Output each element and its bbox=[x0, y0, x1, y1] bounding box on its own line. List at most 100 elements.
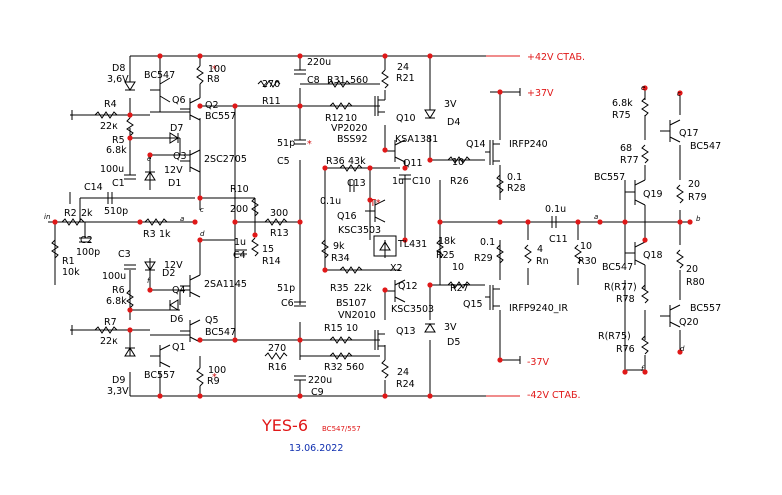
label-C10-value: 1u bbox=[392, 176, 404, 187]
label-X2: X2 bbox=[390, 263, 403, 274]
label-Q16-type: KSC3503 bbox=[338, 225, 381, 236]
diodes bbox=[124, 81, 436, 357]
label-Q1-type: BC557 bbox=[144, 370, 175, 381]
label-R28-value: 0.1 bbox=[507, 172, 522, 183]
rail-pos42-label: +42V СТАБ. bbox=[527, 52, 585, 63]
rail-neg42-label: -42V СТАБ. bbox=[527, 390, 581, 401]
label-Q10: Q10 bbox=[396, 113, 416, 124]
transistor-Q1 bbox=[150, 344, 171, 368]
label-R16-value: 270 bbox=[268, 343, 286, 354]
label-R78: R78 bbox=[616, 294, 635, 305]
label-BSS92: BSS92 bbox=[337, 134, 368, 145]
terminals bbox=[69, 88, 521, 364]
label-Q3: Q3 bbox=[173, 151, 187, 162]
diode-D7 bbox=[169, 132, 179, 144]
label-R34: R34 bbox=[331, 253, 350, 264]
label-R10-value: 200 bbox=[230, 204, 248, 215]
capacitor-C3 bbox=[124, 264, 136, 270]
resistor-R32 bbox=[329, 352, 353, 360]
label-R27-value: 10 bbox=[452, 262, 464, 273]
net-a-right-label: a bbox=[594, 213, 598, 221]
label-R31: R31 bbox=[327, 75, 346, 86]
label-Q20: Q20 bbox=[679, 317, 699, 328]
capacitor-C1 bbox=[124, 174, 136, 180]
thermal-mark: T* bbox=[369, 198, 381, 209]
label-Q6-type: BC547 bbox=[144, 70, 175, 81]
label-Q5: Q5 bbox=[205, 315, 219, 326]
schematic-subtitle: BC547/557 bbox=[322, 425, 361, 433]
capacitor-C4 bbox=[235, 249, 247, 255]
resistor-R76 bbox=[641, 335, 649, 355]
label-Q15-type: IRFP9240_IR bbox=[509, 303, 568, 314]
label-C1: C1 bbox=[112, 178, 125, 189]
resistor-R4 bbox=[94, 111, 118, 119]
label-R1-value: 10k bbox=[62, 267, 80, 278]
label-C11: C11 bbox=[549, 234, 568, 245]
resistor-R28 bbox=[496, 174, 504, 194]
label-Rn-value: 4 bbox=[537, 244, 543, 255]
label-R79-value: 20 bbox=[688, 179, 700, 190]
net-a-label: a bbox=[180, 215, 184, 223]
label-R11-value: 270 bbox=[262, 79, 280, 90]
label-D2-value: 12V bbox=[164, 260, 183, 271]
resistor-R11 bbox=[257, 80, 281, 88]
resistor-R1 bbox=[51, 239, 59, 285]
tl431-box bbox=[373, 235, 397, 257]
label-R13: R13 bbox=[270, 228, 289, 239]
capacitor-C8 bbox=[294, 69, 306, 75]
label-Q16: Q16 bbox=[337, 211, 357, 222]
label-C4-value: 1u bbox=[234, 237, 246, 248]
label-VP2020: VP2020 bbox=[331, 123, 367, 134]
resistor-R12 bbox=[329, 102, 353, 110]
rail-neg37-label: -37V bbox=[527, 357, 550, 368]
label-R32: R32 bbox=[324, 362, 343, 373]
label-R1: R1 bbox=[62, 256, 75, 267]
label-D9-value: 3,3V bbox=[107, 386, 129, 397]
label-BS107: BS107 bbox=[336, 298, 367, 309]
net-e-right-label: e bbox=[641, 84, 645, 92]
label-Rn: Rn bbox=[536, 256, 549, 267]
label-C9-value: 220u bbox=[308, 375, 332, 386]
label-Q12: Q12 bbox=[398, 281, 418, 292]
transistor-Q14 bbox=[485, 140, 500, 165]
resistor-R26 bbox=[447, 156, 471, 164]
label-R12-value: 10 bbox=[345, 113, 357, 124]
transistor-Q11 bbox=[385, 139, 406, 163]
transistor-Q10 bbox=[365, 96, 385, 116]
label-Q6: Q6 bbox=[172, 95, 186, 106]
label-R79: R79 bbox=[688, 192, 707, 203]
label-R77-value: 68 bbox=[620, 143, 632, 154]
label-C14-value: 510p bbox=[104, 206, 128, 217]
power-rail-leaders bbox=[486, 55, 520, 397]
label-Q18: Q18 bbox=[643, 250, 663, 261]
tl431-symbol bbox=[379, 241, 391, 251]
transistor-Q15 bbox=[485, 285, 500, 310]
label-R75-value: 6.8k bbox=[612, 98, 633, 109]
resistor-R15 bbox=[329, 336, 353, 344]
junction-dots bbox=[52, 53, 693, 399]
capacitors bbox=[79, 69, 557, 381]
label-R29-value: 0.1 bbox=[480, 237, 495, 248]
transistors bbox=[150, 77, 681, 368]
transistor-Q2 bbox=[180, 97, 201, 121]
diode-D8 bbox=[124, 81, 136, 91]
net-d-right-label: d bbox=[680, 345, 685, 353]
resistor-R27 bbox=[447, 281, 471, 289]
resistor-R24 bbox=[381, 359, 389, 379]
resistor-R9 bbox=[196, 367, 204, 387]
capacitor-C5 bbox=[294, 139, 306, 145]
transistor-Q19 bbox=[625, 179, 646, 206]
resistor-R77 bbox=[641, 144, 649, 164]
label-C11-value: 0.1u bbox=[545, 204, 566, 215]
label-R21: R21 bbox=[396, 73, 415, 84]
resistor-R8 bbox=[196, 65, 204, 85]
net-c-label: c bbox=[200, 206, 204, 214]
rail-pos37-label: +37V bbox=[527, 88, 554, 99]
transistor-Q17 bbox=[660, 119, 681, 143]
label-C14: C14 bbox=[84, 182, 103, 193]
label-R32-value: 560 bbox=[346, 362, 364, 373]
resistor-R31 bbox=[327, 80, 351, 88]
resistor-R2 bbox=[61, 218, 85, 226]
label-R7: R7 bbox=[104, 317, 117, 328]
star-mark-r9: * bbox=[212, 372, 217, 383]
